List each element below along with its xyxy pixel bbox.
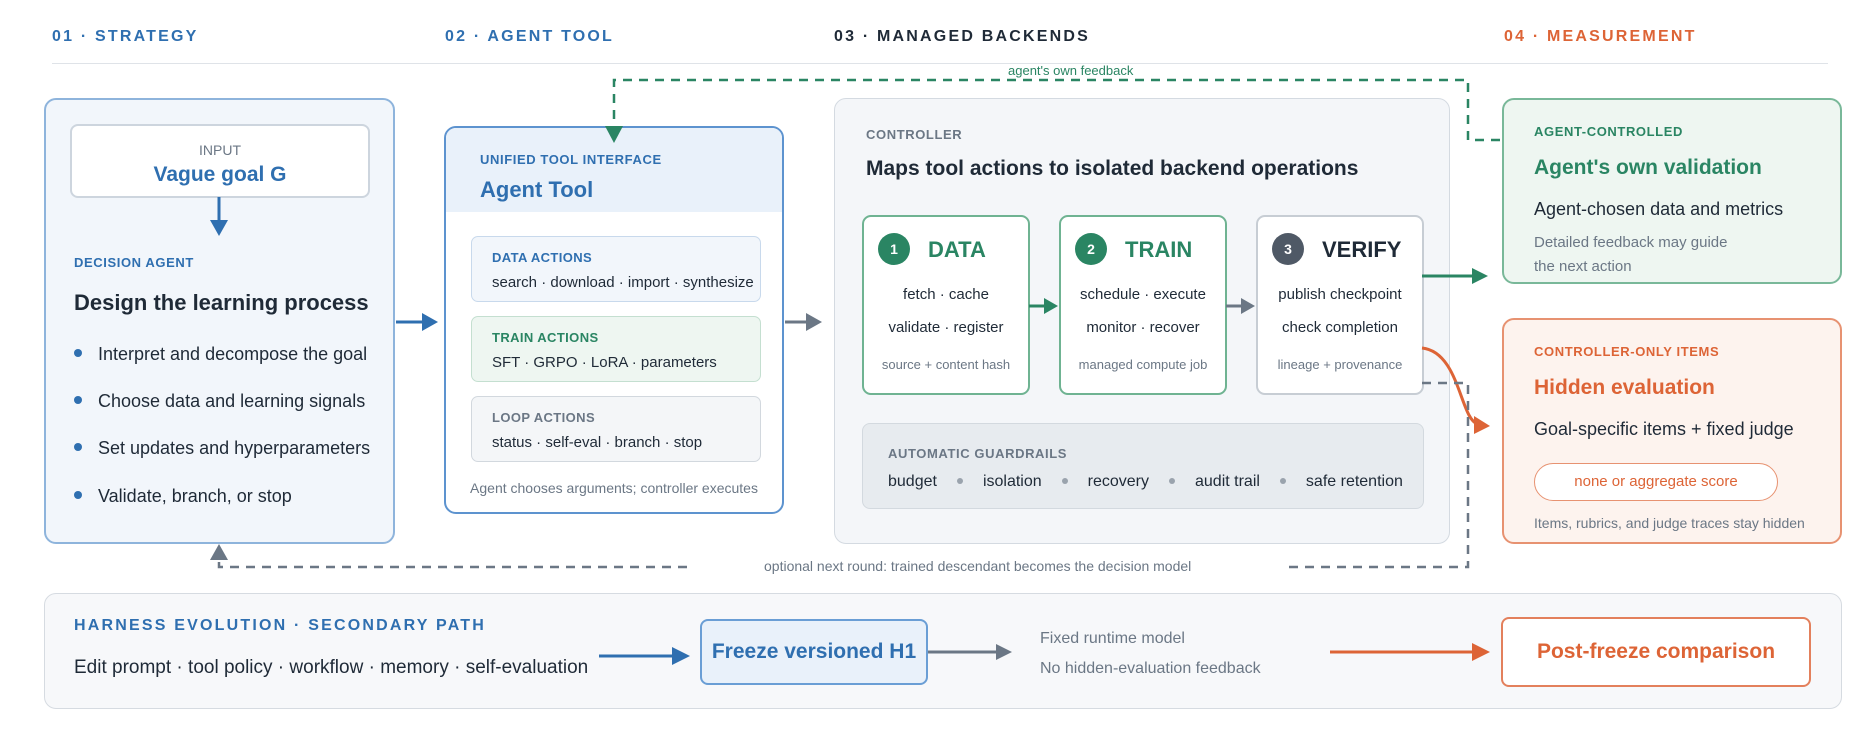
decision-agent-caption: DECISION AGENT (74, 255, 194, 270)
agent-tool-panel: UNIFIED TOOL INTERFACE Agent Tool DATA A… (444, 126, 784, 514)
loop-actions-items: status · self-eval · branch · stop (492, 434, 703, 451)
controller-only-caption: CONTROLLER-ONLY ITEMS (1534, 344, 1720, 359)
stage-line: check completion (1282, 319, 1398, 336)
stage-line: validate · register (888, 319, 1004, 336)
controller-panel: CONTROLLER Maps tool actions to isolated… (834, 98, 1450, 544)
stage-name: VERIFY (1322, 237, 1402, 262)
bullet-dot (74, 443, 82, 452)
column-header-strategy: 01 · STRATEGY (52, 28, 199, 45)
stage-foot: source + content hash (881, 357, 1011, 372)
guardrail-item: isolation (982, 473, 1042, 490)
bullet-text: Set updates and hyperparameters (98, 438, 371, 458)
guardrail-item: safe retention (1305, 473, 1403, 490)
stage-name: DATA (928, 237, 986, 262)
bullet-dot (74, 349, 82, 358)
harness-edits: Edit prompt · tool policy · workflow · m… (74, 657, 589, 678)
stage-foot: lineage + provenance (1277, 357, 1403, 372)
train-actions-items: SFT · GRPO · LoRA · parameters (492, 354, 717, 371)
tool-to-controller-arrow (785, 313, 822, 331)
agent-validation-note: the next action (1534, 258, 1632, 275)
column-header-agent-tool: 02 · AGENT TOOL (445, 28, 615, 45)
stage-line: publish checkpoint (1278, 286, 1402, 303)
data-actions-items: search · download · import · synthesize (492, 274, 754, 291)
harness-caption: HARNESS EVOLUTION · SECONDARY PATH (74, 617, 487, 634)
stage-line: schedule · execute (1080, 286, 1206, 303)
hidden-evaluation-desc: Goal-specific items + fixed judge (1534, 419, 1794, 439)
controller-title: Maps tool actions to isolated backend op… (866, 157, 1359, 180)
hidden-evaluation-title: Hidden evaluation (1534, 376, 1715, 399)
guardrails-caption: AUTOMATIC GUARDRAILS (888, 446, 1068, 461)
data-actions-title: DATA ACTIONS (492, 250, 593, 265)
feedback-label: agent's own feedback (1008, 63, 1134, 78)
stage-line: fetch · cache (903, 286, 989, 303)
bullet-dot (74, 396, 82, 405)
agent-validation-desc: Agent-chosen data and metrics (1534, 199, 1784, 219)
guardrail-item: budget (888, 473, 937, 490)
agent-controlled-caption: AGENT-CONTROLLED (1534, 124, 1683, 139)
controller-caption: CONTROLLER (866, 127, 963, 142)
column-header-managed-backends: 03 · MANAGED BACKENDS (834, 28, 1090, 45)
data-actions-group: DATA ACTIONS search · download · import … (471, 236, 761, 302)
column-header-measurement: 04 · MEASUREMENT (1504, 28, 1697, 45)
post-freeze-comparison-box: Post-freeze comparison (1501, 617, 1811, 687)
loop-actions-title: LOOP ACTIONS (492, 410, 596, 425)
hidden-evaluation-panel: CONTROLLER-ONLY ITEMS Hidden evaluation … (1502, 318, 1842, 544)
stage-number-badge: 1 (878, 233, 910, 265)
agent-tool-caption: UNIFIED TOOL INTERFACE (480, 152, 662, 167)
stage-number-badge: 3 (1272, 233, 1304, 265)
freeze-box: Freeze versioned H1 (700, 619, 928, 685)
agent-tool-footnote: Agent chooses arguments; controller exec… (470, 480, 758, 496)
header-divider (52, 63, 1828, 64)
strategy-to-tool-arrow (396, 313, 438, 331)
harness-panel: HARNESS EVOLUTION · SECONDARY PATH Edit … (44, 593, 1842, 709)
stage-foot: managed compute job (1078, 357, 1208, 372)
strategy-panel: INPUT Vague goal G DECISION AGENT Design… (44, 98, 395, 544)
stage-data: 1 DATA fetch · cache validate · register… (862, 215, 1030, 395)
bullet-text: Validate, branch, or stop (98, 486, 292, 506)
loop-actions-group: LOOP ACTIONS status · self-eval · branch… (471, 396, 761, 462)
next-round-dashed-loop (210, 544, 687, 569)
stage-train: 2 TRAIN schedule · execute monitor · rec… (1059, 215, 1227, 395)
decision-agent-title: Design the learning process (74, 290, 369, 315)
agent-tool-title: Agent Tool (480, 177, 594, 202)
input-caption: INPUT (199, 142, 241, 158)
bullet-item: Validate, branch, or stop (74, 486, 292, 507)
guardrail-item: recovery (1087, 473, 1149, 490)
bullet-text: Interpret and decompose the goal (98, 344, 368, 364)
bullet-item: Interpret and decompose the goal (74, 344, 367, 365)
stage-line: monitor · recover (1086, 319, 1200, 336)
separator-dot (1061, 477, 1068, 484)
train-actions-title: TRAIN ACTIONS (492, 330, 599, 345)
agent-validation-note: Detailed feedback may guide (1534, 234, 1728, 251)
hidden-evaluation-note: Items, rubrics, and judge traces stay hi… (1534, 515, 1805, 531)
stage-verify: 3 VERIFY publish checkpoint check comple… (1256, 215, 1424, 395)
separator-dot (1279, 477, 1286, 484)
bullet-text: Choose data and learning signals (98, 391, 366, 411)
runtime-line: Fixed runtime model (1040, 630, 1185, 647)
agent-validation-panel: AGENT-CONTROLLED Agent's own validation … (1502, 98, 1842, 284)
runtime-line: No hidden-evaluation feedback (1040, 660, 1261, 677)
separator-dot (1169, 477, 1175, 484)
bullet-dot (74, 491, 82, 500)
agent-validation-title: Agent's own validation (1534, 156, 1762, 179)
stage-name: TRAIN (1125, 237, 1193, 262)
train-actions-group: TRAIN ACTIONS SFT · GRPO · LoRA · parame… (471, 316, 761, 382)
stage-number-badge: 2 (1075, 233, 1107, 265)
input-value: Vague goal G (153, 163, 287, 186)
guardrail-item: audit trail (1195, 473, 1260, 490)
guardrails-box: AUTOMATIC GUARDRAILS budget isolation reco… (862, 423, 1424, 509)
input-box: INPUT Vague goal G (70, 124, 370, 198)
separator-dot (956, 477, 963, 484)
next-round-label: optional next round: trained descendant … (764, 558, 1192, 574)
bullet-item: Choose data and learning signals (74, 391, 365, 412)
score-pill: none or aggregate score (1534, 463, 1778, 501)
guardrails-list: budget isolation recovery audit trail safe r… (888, 473, 1403, 491)
bullet-item: Set updates and hyperparameters (74, 438, 370, 459)
